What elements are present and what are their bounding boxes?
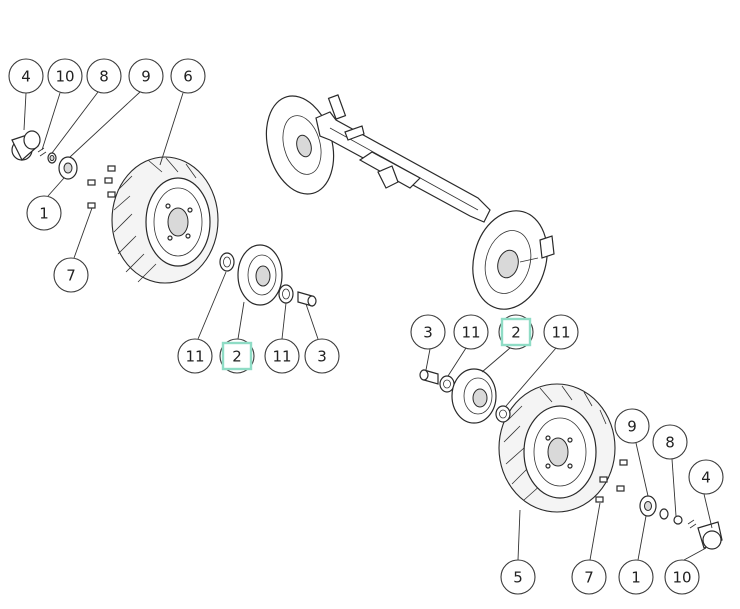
callout-number: 11 (185, 348, 204, 366)
callout-circle (652, 424, 688, 460)
callout-circle (453, 314, 489, 350)
callout-c5: 5 (500, 559, 536, 595)
callout-circle (664, 559, 700, 595)
callout-c11d: 11 (543, 314, 579, 350)
callout-number: 9 (141, 68, 151, 86)
callout-circle (618, 559, 654, 595)
callout-number: 10 (55, 68, 74, 86)
callout-circle (86, 58, 122, 94)
callout-c1a: 1 (26, 195, 62, 231)
callout-number: 7 (66, 267, 76, 285)
callout-circle (8, 58, 44, 94)
left-hub-group (219, 244, 317, 307)
callout-number: 11 (461, 324, 480, 342)
callout-c7a: 7 (53, 257, 89, 293)
callout-c8b: 8 (652, 424, 688, 460)
callout-c8a: 8 (86, 58, 122, 94)
callout-circle (543, 314, 579, 350)
callout-highlight-box (500, 317, 532, 347)
callout-circle (128, 58, 164, 94)
callout-highlight-box (221, 341, 253, 371)
callout-number: 9 (627, 418, 637, 436)
left-tire (111, 156, 219, 284)
callout-circle (614, 408, 650, 444)
right-small-parts (595, 459, 723, 550)
callout-c9a: 9 (128, 58, 164, 94)
callout-c10a: 10 (47, 58, 83, 94)
callout-circle (304, 338, 340, 374)
callout-circle (170, 58, 206, 94)
callout-circle (26, 195, 62, 231)
callout-circle (53, 257, 89, 293)
callout-circle (571, 559, 607, 595)
callout-c11b: 11 (264, 338, 300, 374)
callout-c4a: 4 (8, 58, 44, 94)
right-tire (498, 383, 616, 513)
callout-c2b: 2 (498, 314, 534, 350)
callout-c3a: 3 (304, 338, 340, 374)
callout-c4b: 4 (688, 459, 724, 495)
callout-number: 10 (672, 569, 691, 587)
callout-c1b: 1 (618, 559, 654, 595)
callout-c9b: 9 (614, 408, 650, 444)
callout-number: 3 (317, 348, 327, 366)
callout-c3b: 3 (410, 314, 446, 350)
callout-circle (177, 338, 213, 374)
callout-number: 11 (551, 324, 570, 342)
callout-number: 11 (272, 348, 291, 366)
callout-c11c: 11 (453, 314, 489, 350)
callout-circle (500, 559, 536, 595)
callout-number: 2 (511, 324, 521, 342)
callout-labels: 4 10 8 9 6 1 7 11 2 11 3 3 11 2 11 9 8 4 5 7 1 10 (8, 58, 724, 595)
callout-c6: 6 (170, 58, 206, 94)
callout-c11a: 11 (177, 338, 213, 374)
callout-circle (688, 459, 724, 495)
callout-circle (47, 58, 83, 94)
left-small-parts (11, 130, 116, 209)
leader-lines (23, 91, 713, 561)
callout-c2a: 2 (219, 338, 255, 374)
callout-number: 1 (631, 569, 641, 587)
callout-number: 4 (701, 469, 711, 487)
callout-number: 2 (232, 348, 242, 366)
callout-number: 8 (665, 434, 675, 452)
callout-number: 5 (513, 569, 523, 587)
callout-number: 7 (584, 569, 594, 587)
callout-number: 6 (183, 68, 193, 86)
right-hub-group (419, 368, 511, 424)
callout-number: 4 (21, 68, 31, 86)
callout-circle (264, 338, 300, 374)
callout-c10b: 10 (664, 559, 700, 595)
callout-circle (410, 314, 446, 350)
callout-number: 1 (39, 205, 49, 223)
callout-c7b: 7 (571, 559, 607, 595)
callout-number: 8 (99, 68, 109, 86)
callout-number: 3 (423, 324, 433, 342)
axle-assembly (265, 94, 555, 310)
